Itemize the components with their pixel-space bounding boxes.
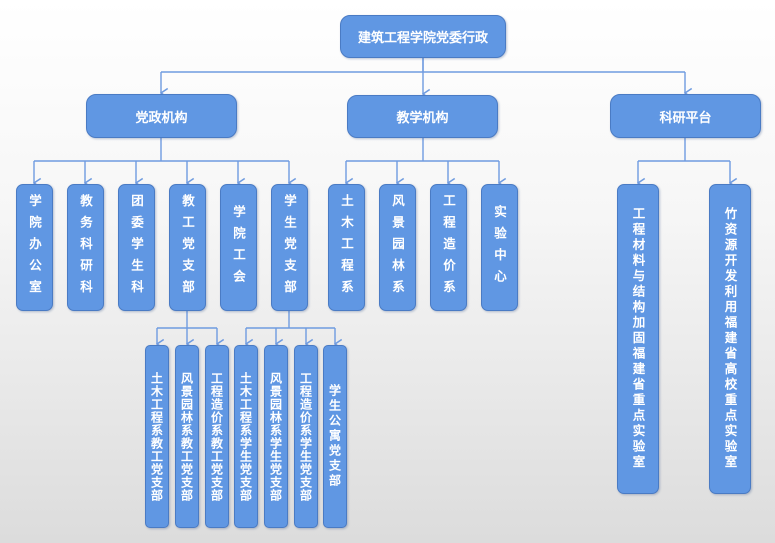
- node-cost-student-branch[interactable]: 工程造价系学生党支部: [294, 345, 318, 528]
- node-landscape-faculty-branch[interactable]: 风景园林系教工党支部: [175, 345, 199, 528]
- node-bamboo-resources-lab[interactable]: 竹资源开发利用福建省高校重点实验室: [709, 184, 751, 494]
- node-experiment-center[interactable]: 实验中心: [481, 184, 518, 311]
- node-civil-faculty-branch[interactable]: 土木工程系教工党支部: [145, 345, 169, 528]
- node-civil-engineering[interactable]: 土木工程系: [328, 184, 365, 311]
- node-civil-student-branch[interactable]: 土木工程系学生党支部: [234, 345, 258, 528]
- node-college-office[interactable]: 学院办公室: [16, 184, 53, 311]
- root-node[interactable]: 建筑工程学院党委行政: [340, 15, 506, 58]
- node-student-party-branch[interactable]: 学生党支部: [271, 184, 308, 311]
- node-engineering-cost[interactable]: 工程造价系: [430, 184, 467, 311]
- node-dormitory-student-branch[interactable]: 学生公寓党支部: [323, 345, 347, 528]
- node-faculty-party-branch[interactable]: 教工党支部: [169, 184, 206, 311]
- node-cost-faculty-branch[interactable]: 工程造价系教工党支部: [205, 345, 229, 528]
- node-landscape-architecture[interactable]: 风景园林系: [379, 184, 416, 311]
- node-landscape-student-branch[interactable]: 风景园林系学生党支部: [264, 345, 288, 528]
- node-college-union[interactable]: 学院工会: [220, 184, 257, 311]
- node-youth-league-student[interactable]: 团委学生科: [118, 184, 155, 311]
- node-academic-affairs[interactable]: 教务科研科: [67, 184, 104, 311]
- node-research[interactable]: 科研平台: [610, 94, 761, 138]
- node-teaching[interactable]: 教学机构: [347, 95, 498, 138]
- node-materials-structures-lab[interactable]: 工程材料与结构加固福建省重点实验室: [617, 184, 659, 494]
- node-party-admin[interactable]: 党政机构: [86, 94, 237, 138]
